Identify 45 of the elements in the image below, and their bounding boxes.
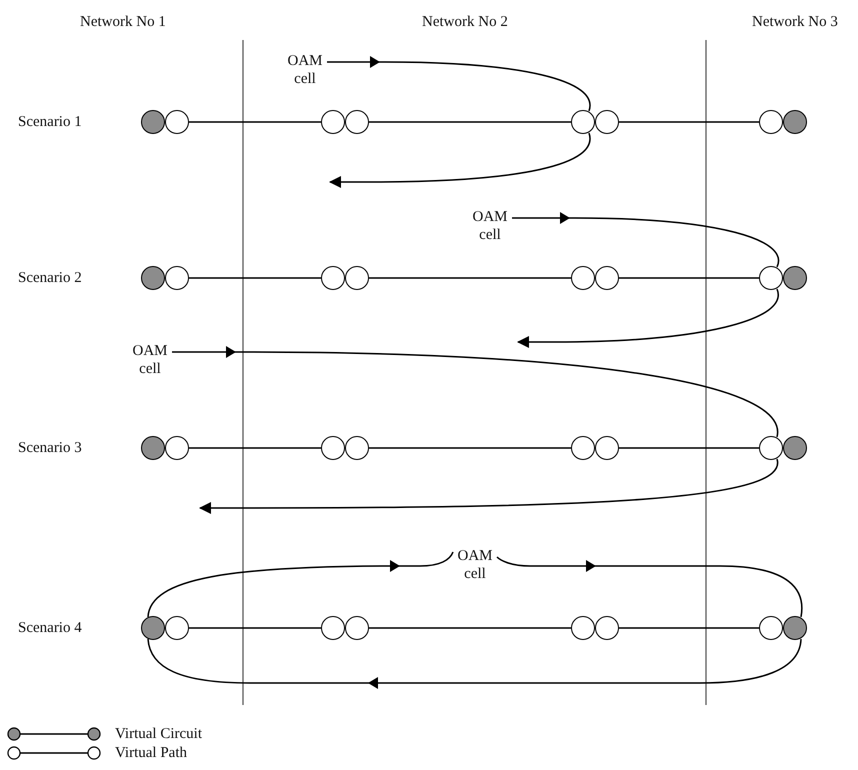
virtual-path-point bbox=[595, 110, 619, 134]
virtual-path-point bbox=[165, 266, 189, 290]
virtual-path-point bbox=[345, 110, 369, 134]
virtual-path-point bbox=[321, 266, 345, 290]
virtual-path-point bbox=[595, 436, 619, 460]
virtual-path-point bbox=[571, 266, 595, 290]
column-heading: Network No 3 bbox=[752, 13, 838, 31]
virtual-circuit-endpoint bbox=[141, 616, 165, 640]
legend-label: Virtual Path bbox=[115, 744, 188, 762]
virtual-path-point bbox=[595, 616, 619, 640]
oam-cell-label: OAM cell bbox=[283, 52, 327, 88]
oam-cell-label: OAM cell bbox=[468, 208, 512, 244]
virtual-circuit-endpoint bbox=[141, 266, 165, 290]
virtual-circuit-endpoint bbox=[783, 616, 807, 640]
virtual-circuit-endpoint bbox=[141, 110, 165, 134]
virtual-path-point bbox=[595, 266, 619, 290]
row-label: Scenario 4 bbox=[18, 619, 82, 637]
virtual-path-point bbox=[345, 616, 369, 640]
virtual-path-point bbox=[571, 616, 595, 640]
row-label: Scenario 2 bbox=[18, 269, 82, 287]
virtual-path-point bbox=[321, 436, 345, 460]
virtual-path-point bbox=[345, 436, 369, 460]
column-heading: Network No 2 bbox=[422, 13, 508, 31]
virtual-path-point bbox=[571, 436, 595, 460]
virtual-path-point bbox=[165, 436, 189, 460]
virtual-circuit-endpoint bbox=[783, 436, 807, 460]
virtual-circuit-endpoint bbox=[783, 110, 807, 134]
virtual-path-point bbox=[759, 266, 783, 290]
row-label: Scenario 1 bbox=[18, 113, 82, 131]
column-heading: Network No 1 bbox=[80, 13, 166, 31]
virtual-path-point bbox=[345, 266, 369, 290]
virtual-path-point bbox=[759, 110, 783, 134]
virtual-path-point bbox=[165, 616, 189, 640]
oam-cell-label: OAM cell bbox=[453, 547, 497, 583]
legend-label: Virtual Circuit bbox=[115, 725, 202, 743]
virtual-path-point bbox=[321, 616, 345, 640]
virtual-circuit-endpoint bbox=[783, 266, 807, 290]
virtual-path-point bbox=[165, 110, 189, 134]
virtual-path-point bbox=[759, 616, 783, 640]
virtual-circuit-endpoint bbox=[141, 436, 165, 460]
virtual-path-point bbox=[321, 110, 345, 134]
oam-cell-label: OAM cell bbox=[128, 342, 172, 378]
virtual-path-point bbox=[571, 110, 595, 134]
row-label: Scenario 3 bbox=[18, 439, 82, 457]
virtual-path-point bbox=[759, 436, 783, 460]
